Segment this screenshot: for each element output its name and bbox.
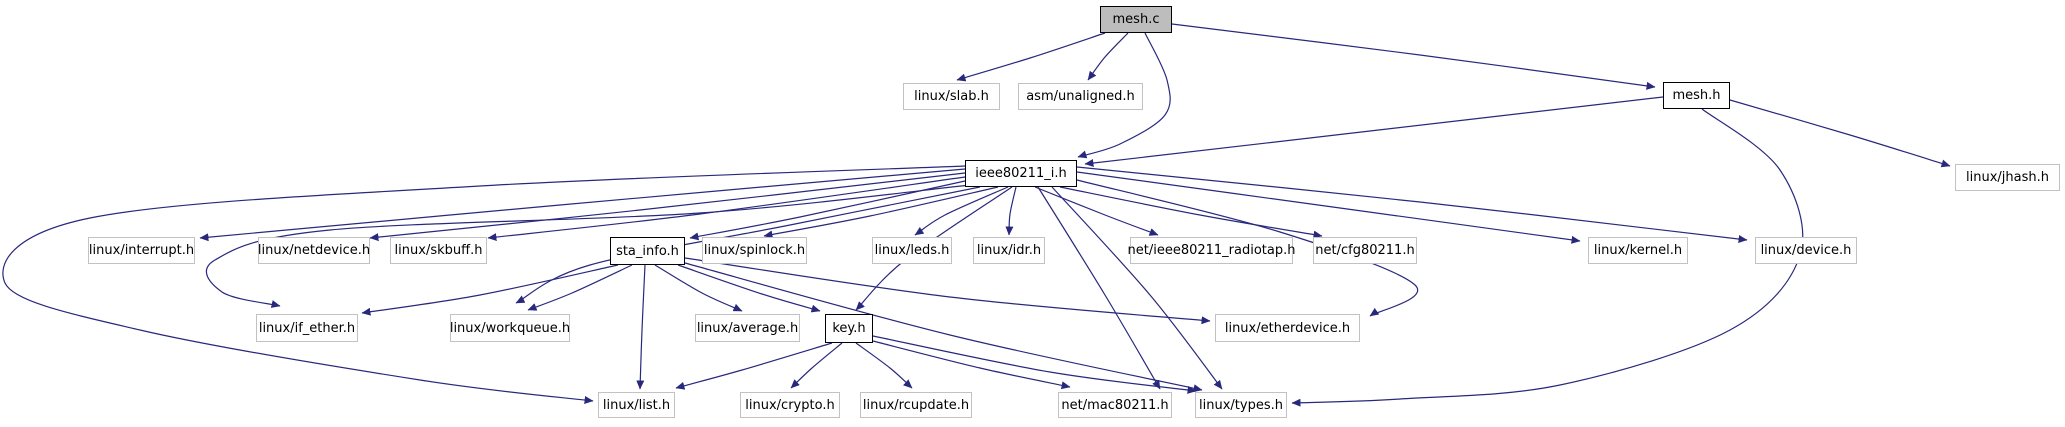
node-key[interactable]: key.h: [825, 314, 873, 343]
node-unaligned[interactable]: asm/unaligned.h: [1018, 83, 1143, 110]
edge-key-mac: [872, 340, 1071, 390]
edge-mesh_c-slab: [956, 32, 1106, 82]
node-cfg[interactable]: net/cfg80211.h: [1313, 237, 1417, 264]
node-workqueue[interactable]: linux/workqueue.h: [450, 314, 570, 342]
node-netdevice[interactable]: linux/netdevice.h: [258, 237, 370, 264]
node-list[interactable]: linux/list.h: [598, 392, 675, 418]
edge-i-kernel: [1076, 171, 1581, 244]
edge-i-leds: [914, 186, 1009, 236]
edge-i-sta: [689, 180, 966, 241]
edge-mesh_c-unaligned: [1087, 32, 1129, 81]
node-mesh_h[interactable]: mesh.h: [1663, 82, 1730, 109]
node-types[interactable]: linux/types.h: [1195, 392, 1287, 418]
edge-mesh_h-types: [1291, 108, 1804, 407]
edge-sta-key: [677, 264, 821, 313]
edge-sta-average: [654, 264, 743, 312]
edge-sta-types: [684, 262, 1203, 393]
node-device[interactable]: linux/device.h: [1755, 237, 1857, 264]
edge-i-netdevice: [369, 172, 966, 242]
edge-mesh_c-mesh_h: [1171, 23, 1656, 90]
edge-key-types: [872, 335, 1197, 394]
node-idr[interactable]: linux/idr.h: [973, 237, 1045, 264]
edge-i-mac: [1037, 186, 1161, 390]
node-mesh_c: mesh.c: [1100, 6, 1172, 33]
edge-i-idr: [1005, 186, 1017, 236]
edge-sta-etherdevice: [684, 257, 1211, 325]
edge-i-interrupt: [199, 168, 966, 242]
edge-key-rcupdate: [855, 342, 913, 389]
node-jhash[interactable]: linux/jhash.h: [1955, 164, 2060, 191]
edge-i-list: [2, 165, 966, 404]
node-average[interactable]: linux/average.h: [695, 314, 800, 342]
node-radiotap[interactable]: net/ieee80211_radiotap.h: [1128, 237, 1296, 264]
edge-i-types: [1051, 186, 1223, 390]
edge-i-if_ether: [205, 184, 971, 308]
edge-mesh_h-jhash: [1729, 99, 1951, 168]
node-leds[interactable]: linux/leds.h: [872, 237, 952, 264]
node-etherdevice[interactable]: linux/etherdevice.h: [1215, 314, 1360, 342]
node-i[interactable]: ieee80211_i.h: [965, 160, 1077, 187]
node-kernel[interactable]: linux/kernel.h: [1588, 237, 1688, 264]
node-slab[interactable]: linux/slab.h: [903, 83, 1000, 110]
node-crypto[interactable]: linux/crypto.h: [740, 392, 840, 418]
node-if_ether[interactable]: linux/if_ether.h: [256, 314, 358, 342]
edge-mesh_h-i: [1084, 96, 1664, 167]
node-interrupt[interactable]: linux/interrupt.h: [88, 237, 195, 264]
node-sta[interactable]: sta_info.h: [610, 237, 685, 265]
edge-sta-list: [636, 264, 646, 390]
node-mac[interactable]: net/mac80211.h: [1058, 392, 1172, 418]
edge-mesh_c-i: [1077, 32, 1171, 159]
edge-sta-workqueue: [527, 264, 633, 311]
edge-i-device: [1076, 166, 1748, 243]
edge-sta-if_ether: [361, 264, 619, 316]
edge-i-cfg: [1059, 186, 1323, 239]
node-skbuff[interactable]: linux/skbuff.h: [390, 237, 487, 264]
edge-key-list: [675, 342, 833, 390]
edge-i-skbuff: [487, 176, 966, 242]
edge-i-spinlock: [763, 186, 999, 239]
edge-i-radiotap: [1034, 186, 1159, 236]
edge-key-crypto: [790, 342, 843, 389]
node-rcupdate[interactable]: linux/rcupdate.h: [860, 392, 972, 418]
node-spinlock[interactable]: linux/spinlock.h: [702, 237, 807, 264]
